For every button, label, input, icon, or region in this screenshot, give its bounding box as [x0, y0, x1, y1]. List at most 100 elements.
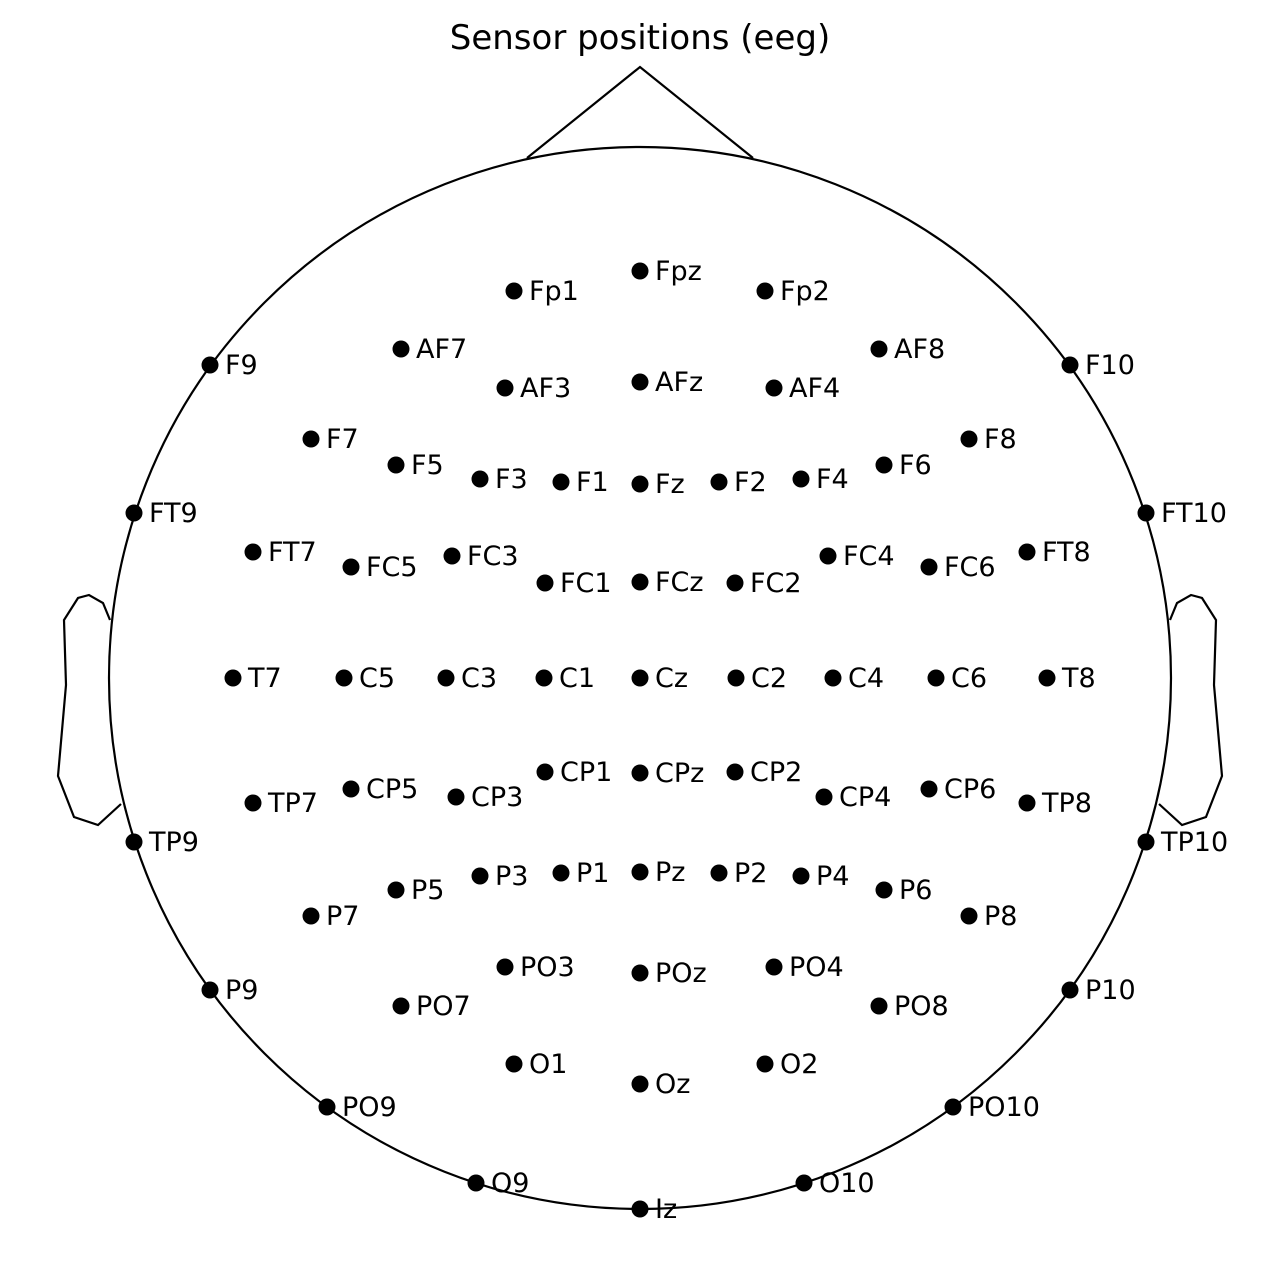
sensor-dot-o2	[757, 1056, 774, 1073]
sensor-dot-f9	[202, 357, 219, 374]
sensor-dot-o9	[468, 1175, 485, 1192]
sensor-label-fp2: Fp2	[780, 276, 830, 307]
sensor-dot-p7	[303, 908, 320, 925]
sensor-dot-p6	[876, 882, 893, 899]
sensor-dot-pz	[632, 864, 649, 881]
sensor-dot-p2	[711, 865, 728, 882]
sensor-fp1: Fp1	[506, 276, 579, 307]
sensor-dot-f6	[876, 457, 893, 474]
sensor-label-p3: P3	[495, 861, 528, 892]
sensor-dot-tp10	[1138, 834, 1155, 851]
sensor-ft8: FT8	[1019, 537, 1091, 568]
sensor-label-t8: T8	[1061, 663, 1096, 694]
sensor-dot-f3	[472, 471, 489, 488]
sensor-fc2: FC2	[727, 568, 802, 599]
sensor-dot-f2	[711, 474, 728, 491]
sensor-dot-p4	[793, 868, 810, 885]
sensor-dot-p5	[388, 882, 405, 899]
sensor-fc4: FC4	[820, 541, 895, 572]
sensor-label-fc4: FC4	[843, 541, 895, 572]
sensor-tp10: TP10	[1138, 827, 1229, 858]
sensor-label-ft7: FT7	[268, 537, 317, 568]
sensor-p1: P1	[553, 858, 610, 889]
sensor-label-o10: O10	[819, 1168, 875, 1199]
sensor-dot-cp3	[448, 789, 465, 806]
sensor-dot-oz	[632, 1076, 649, 1093]
sensor-c3: C3	[438, 663, 498, 694]
sensor-dot-c3	[438, 670, 455, 687]
sensor-dot-po7	[393, 998, 410, 1015]
sensor-oz: Oz	[632, 1069, 691, 1100]
sensor-label-p4: P4	[816, 861, 849, 892]
sensor-label-o1: O1	[529, 1049, 567, 1080]
sensor-dot-c5	[336, 670, 353, 687]
sensor-ft10: FT10	[1138, 498, 1227, 529]
sensor-label-po7: PO7	[416, 991, 471, 1022]
sensor-f2: F2	[711, 467, 767, 498]
sensor-af3: AF3	[497, 373, 572, 404]
sensor-po3: PO3	[497, 952, 575, 983]
sensor-o2: O2	[757, 1049, 819, 1080]
sensor-label-cp6: CP6	[944, 774, 996, 805]
sensor-p6: P6	[876, 875, 933, 906]
sensor-label-p10: P10	[1085, 975, 1136, 1006]
sensor-fc1: FC1	[537, 568, 612, 599]
sensor-label-po8: PO8	[894, 991, 949, 1022]
sensor-label-cpz: CPz	[655, 758, 704, 789]
sensor-c1: C1	[536, 663, 596, 694]
sensor-fz: Fz	[632, 469, 685, 500]
nose-outline	[527, 67, 753, 158]
sensor-dot-afz	[632, 374, 649, 391]
sensor-label-ft9: FT9	[149, 498, 198, 529]
sensor-label-c6: C6	[951, 663, 987, 694]
sensor-label-f7: F7	[326, 424, 359, 455]
sensor-cp4: CP4	[816, 782, 892, 813]
sensor-dot-c1	[536, 670, 553, 687]
sensor-dot-fc5	[343, 559, 360, 576]
sensor-f3: F3	[472, 464, 528, 495]
sensor-dot-f5	[388, 457, 405, 474]
sensor-label-p1: P1	[576, 858, 609, 889]
sensor-label-cp5: CP5	[366, 774, 418, 805]
sensor-label-f6: F6	[899, 450, 932, 481]
sensor-label-pz: Pz	[655, 857, 685, 888]
sensor-fc6: FC6	[921, 552, 996, 583]
sensor-label-p6: P6	[899, 875, 932, 906]
sensor-dot-f4	[793, 471, 810, 488]
sensor-label-ft8: FT8	[1042, 537, 1091, 568]
sensor-label-t7: T7	[247, 663, 282, 694]
sensor-dot-af4	[766, 380, 783, 397]
sensor-label-fc5: FC5	[366, 552, 418, 583]
sensor-dot-iz	[632, 1201, 649, 1218]
sensor-f10: F10	[1062, 350, 1135, 381]
sensor-af7: AF7	[393, 334, 468, 365]
sensor-dot-fp1	[506, 283, 523, 300]
sensor-dot-po9	[319, 1099, 336, 1116]
sensor-label-cp1: CP1	[560, 757, 612, 788]
sensor-dot-cz	[632, 670, 649, 687]
sensor-label-po9: PO9	[342, 1092, 397, 1123]
sensor-dot-tp7	[245, 795, 262, 812]
sensor-cp6: CP6	[921, 774, 997, 805]
sensor-dot-f1	[553, 474, 570, 491]
sensor-po8: PO8	[871, 991, 949, 1022]
sensor-dot-c4	[825, 670, 842, 687]
sensor-ft7: FT7	[245, 537, 317, 568]
sensor-c2: C2	[728, 663, 788, 694]
sensor-label-af7: AF7	[416, 334, 467, 365]
sensor-fpz: Fpz	[632, 256, 702, 287]
sensor-dot-p8	[961, 908, 978, 925]
sensor-c5: C5	[336, 663, 396, 694]
sensor-dot-tp8	[1019, 795, 1036, 812]
sensor-p4: P4	[793, 861, 850, 892]
sensor-label-poz: POz	[655, 958, 707, 989]
sensor-dot-tp9	[126, 834, 143, 851]
sensor-label-f9: F9	[225, 350, 258, 381]
sensor-label-oz: Oz	[655, 1069, 690, 1100]
sensor-label-c4: C4	[848, 663, 884, 694]
sensor-label-cp3: CP3	[471, 782, 523, 813]
sensor-cpz: CPz	[632, 758, 705, 789]
sensor-p7: P7	[303, 901, 360, 932]
sensor-f9: F9	[202, 350, 258, 381]
